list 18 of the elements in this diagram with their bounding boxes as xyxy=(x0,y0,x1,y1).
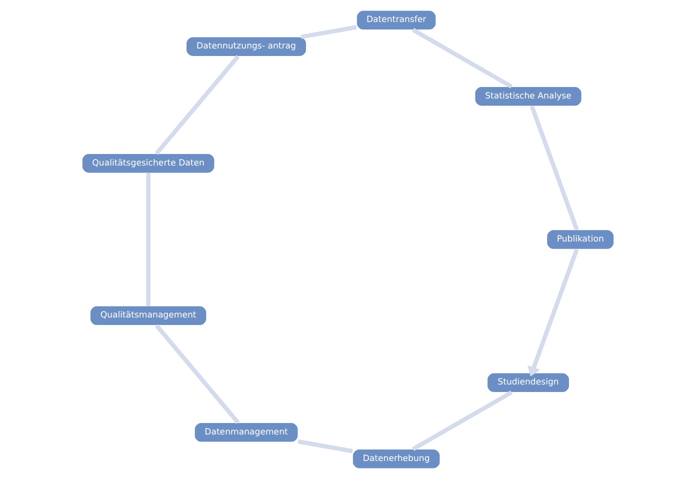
connector xyxy=(412,28,513,88)
connector xyxy=(530,105,579,230)
node-box: Statistische Analyse xyxy=(474,86,582,106)
node-box: Qualitätsgesicherte Daten xyxy=(82,153,215,174)
node-box: Datentransfer xyxy=(356,10,436,30)
connector xyxy=(412,390,513,452)
connector xyxy=(146,173,150,306)
node-box: Datenmanagement xyxy=(194,422,298,442)
node-box: Studiendesign xyxy=(487,372,570,393)
connector xyxy=(298,439,353,454)
node-box: Datenerhebung xyxy=(352,448,440,469)
connector xyxy=(154,324,240,424)
connector xyxy=(300,25,357,40)
node-box: Publikation xyxy=(546,230,614,250)
arrow xyxy=(527,248,579,376)
node-box: Datennutzungs- antrag xyxy=(186,36,307,57)
node-box: Qualitätsmanagement xyxy=(90,306,207,326)
connector xyxy=(154,55,240,155)
